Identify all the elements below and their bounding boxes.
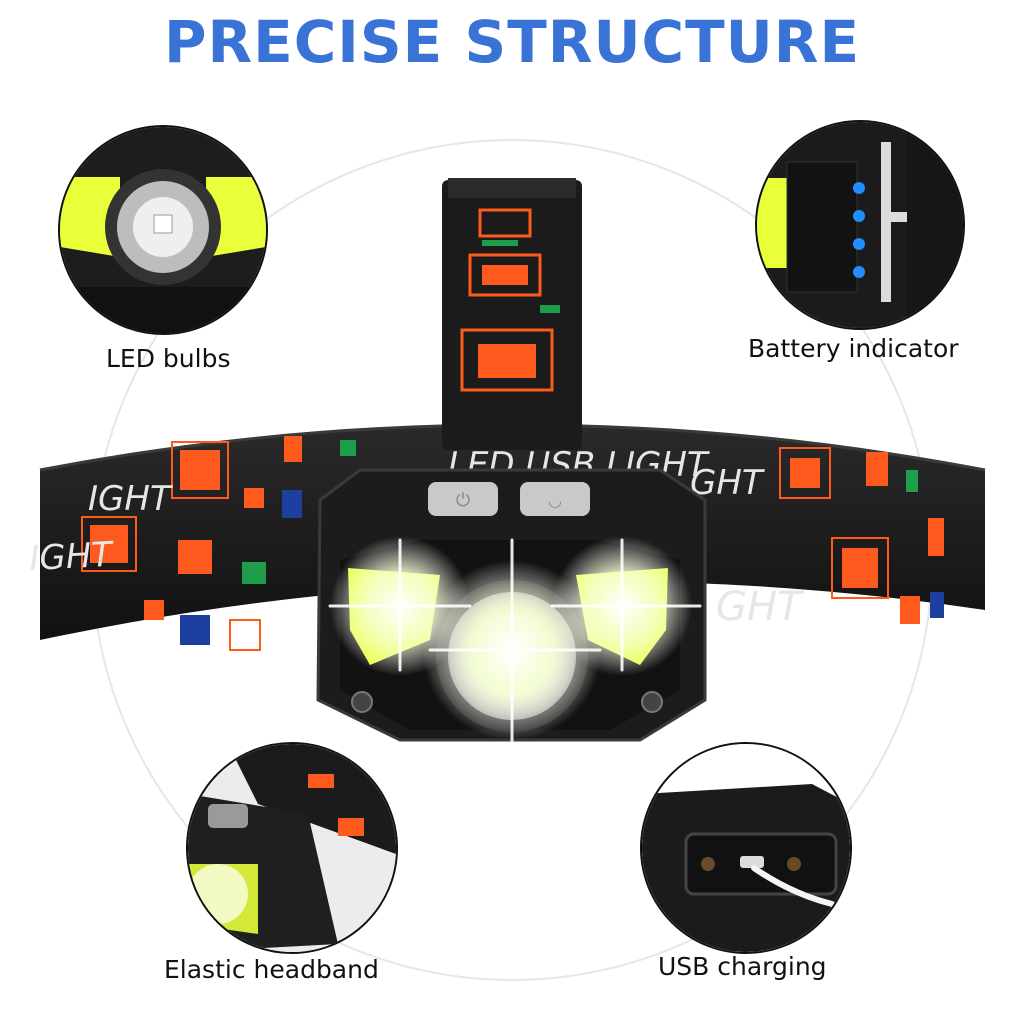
sensor-button <box>520 482 590 516</box>
svg-text:⏻: ⏻ <box>456 490 470 511</box>
elastic-headband-label: Elastic headband <box>164 955 379 984</box>
headlamp-body: ⏻ ◡ <box>316 468 707 762</box>
elastic-headband-callout <box>186 742 398 954</box>
usb-charging-callout <box>640 742 852 954</box>
page-title: PRECISE STRUCTURE <box>163 8 861 76</box>
led-bulbs-callout <box>58 125 268 335</box>
usb-charging-label: USB charging <box>658 952 827 981</box>
top-strap-pattern <box>460 208 560 392</box>
top-strap <box>442 180 582 450</box>
led-bulbs-label: LED bulbs <box>106 344 231 373</box>
band-text-left-lower: IGHT <box>28 535 115 579</box>
svg-text:◡: ◡ <box>548 491 562 510</box>
battery-indicator-callout <box>755 120 965 330</box>
battery-indicator-label: Battery indicator <box>748 334 959 363</box>
band-text-left-upper: IGHT <box>88 479 173 519</box>
power-button <box>428 482 498 516</box>
band-pattern <box>81 436 944 651</box>
band-text-right-lower: GHT <box>716 584 805 630</box>
band-text-right-upper: GHT <box>690 463 765 503</box>
